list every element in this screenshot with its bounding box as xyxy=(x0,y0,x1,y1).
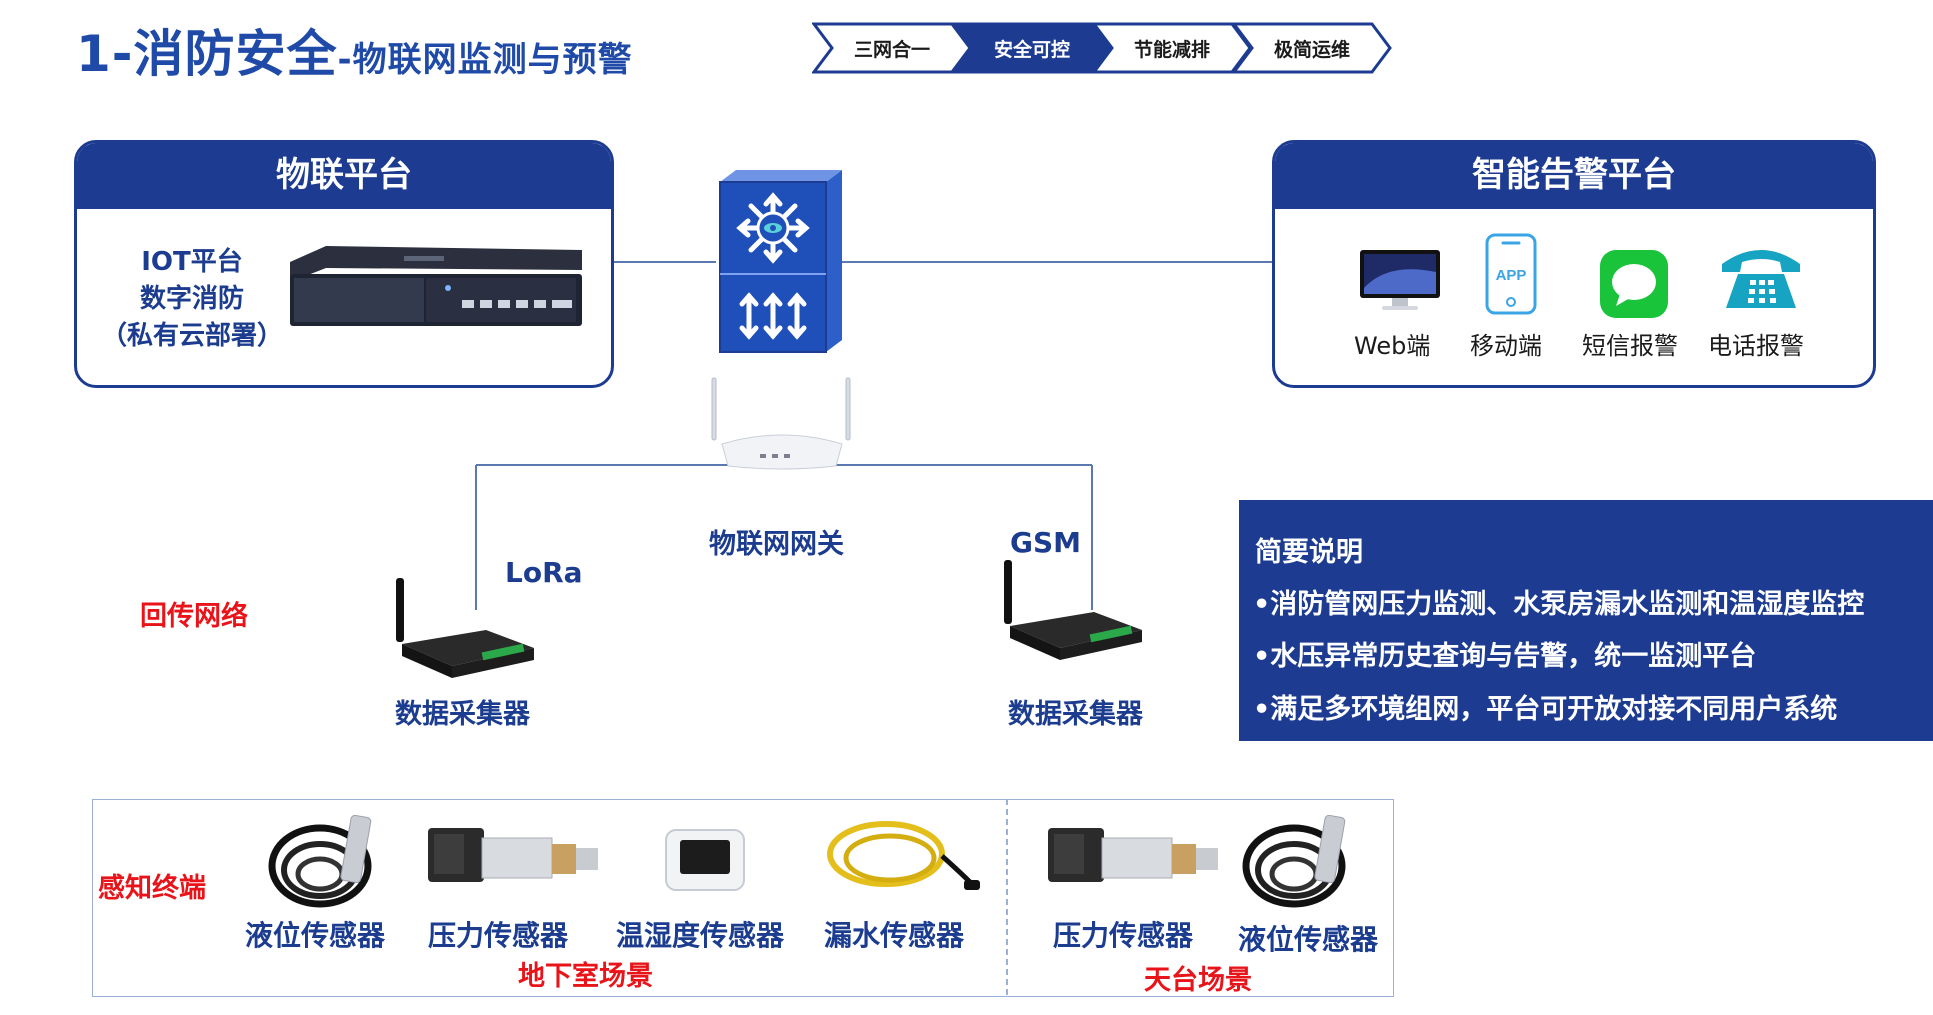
sensor-label-pressure-1: 压力传感器 xyxy=(428,919,569,952)
step-chevron-4 xyxy=(1231,22,1392,74)
description-item-2: •水压异常历史查询与告警，统一监测平台 xyxy=(1253,641,1757,672)
gsm-label: GSM xyxy=(1010,526,1082,559)
data-collector-icon-right xyxy=(1004,560,1142,660)
iot-platform-text: IOT平台 数字消防 （私有云部署） xyxy=(72,244,312,355)
data-collector-icon-left xyxy=(396,578,534,678)
server-icon xyxy=(290,246,582,326)
sensor-label-leak: 漏水传感器 xyxy=(824,919,965,952)
message-icon xyxy=(1600,250,1668,318)
sensor-label-pressure-2: 压力传感器 xyxy=(1053,919,1194,952)
water-leak-sensor-icon xyxy=(827,821,980,890)
sensing-label: 感知终端 xyxy=(98,873,206,904)
network-switch-icon xyxy=(719,170,842,353)
step-chevron-3 xyxy=(1091,22,1252,74)
description-title: 简要说明 xyxy=(1255,537,1363,568)
iot-line-3: （私有云部署） xyxy=(100,321,283,351)
step-label-1: 三网合一 xyxy=(854,39,931,61)
step-chevrons: 三网合一 安全可控 节能减排 极简运维 xyxy=(812,18,1392,78)
scene-divider xyxy=(1006,799,1008,995)
alarm-label-phone: 电话报警 xyxy=(1708,332,1804,360)
step-label-2: 安全可控 xyxy=(994,39,1071,61)
step-chevron-2-active xyxy=(951,22,1112,74)
svg-text:APP: APP xyxy=(1496,267,1527,284)
sensing-terminal-frame xyxy=(92,799,1394,997)
sensor-label-liquid-1: 液位传感器 xyxy=(245,919,386,952)
monitor-icon xyxy=(1360,250,1440,310)
telephone-icon xyxy=(1722,250,1800,308)
description-item-3: •满足多环境组网，平台可开放对接不同用户系统 xyxy=(1253,694,1838,725)
collector-label-left: 数据采集器 xyxy=(395,699,530,730)
sensor-label-temp-humidity: 温湿度传感器 xyxy=(616,919,785,952)
liquid-level-sensor-icon-1 xyxy=(268,814,372,908)
iot-line-2: 数字消防 xyxy=(139,284,244,314)
alarm-platform-box: 智能告警平台 xyxy=(1272,140,1876,388)
page-title: 1-消防安全-物联网监测与预警 xyxy=(76,14,633,86)
title-sub: -物联网监测与预警 xyxy=(337,40,633,80)
title-main: 1-消防安全 xyxy=(76,25,338,83)
phone-app-icon: APP xyxy=(1485,233,1537,315)
liquid-level-sensor-icon-2 xyxy=(1242,814,1346,908)
collector-label-right: 数据采集器 xyxy=(1008,699,1143,730)
temp-humidity-sensor-icon xyxy=(665,829,745,891)
scene-label-basement: 地下室场景 xyxy=(518,961,653,992)
step-chevron-1 xyxy=(812,22,972,74)
iot-line-1: IOT平台 xyxy=(141,247,243,277)
step-label-3: 节能减排 xyxy=(1134,39,1211,61)
sensor-label-liquid-2: 液位传感器 xyxy=(1238,923,1379,956)
gateway-router-icon xyxy=(711,377,851,470)
pressure-sensor-icon-2 xyxy=(1048,828,1218,882)
pressure-sensor-icon-1 xyxy=(428,828,598,882)
description-item-1: •消防管网压力监测、水泵房漏水监测和温湿度监控 xyxy=(1253,589,1865,620)
lora-label: LoRa xyxy=(505,556,583,589)
alarm-label-web: Web端 xyxy=(1354,332,1431,360)
alarm-label-mobile: 移动端 xyxy=(1470,332,1542,360)
description-panel: 简要说明 •消防管网压力监测、水泵房漏水监测和温湿度监控 •水压异常历史查询与告… xyxy=(1239,500,1933,741)
iot-platform-heading: 物联平台 xyxy=(77,143,611,209)
backhaul-label: 回传网络 xyxy=(140,601,248,632)
step-label-4: 极简运维 xyxy=(1274,39,1351,61)
alarm-platform-heading: 智能告警平台 xyxy=(1275,143,1873,209)
scene-label-roof: 天台场景 xyxy=(1144,965,1252,996)
alarm-label-sms: 短信报警 xyxy=(1582,332,1678,360)
gateway-label: 物联网网关 xyxy=(709,529,844,560)
